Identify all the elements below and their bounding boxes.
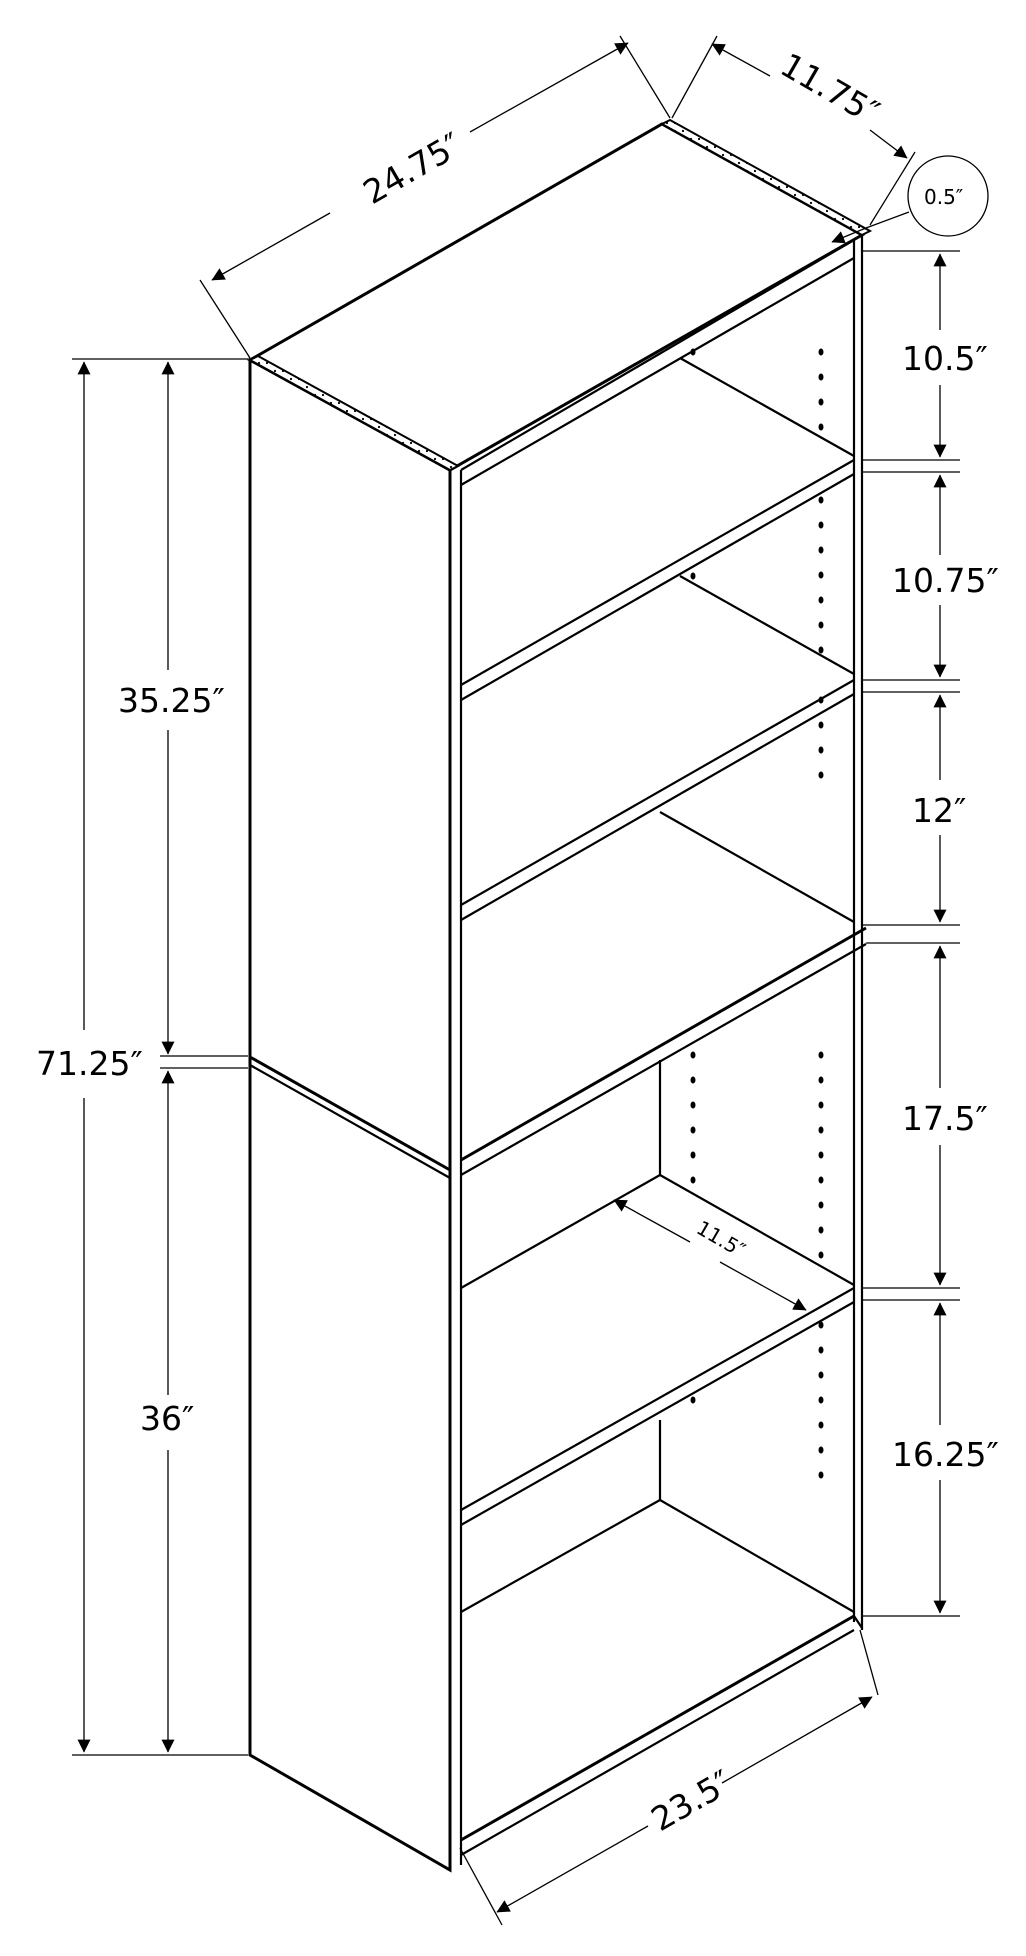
compartment-4-dimension: 17.5″	[902, 945, 988, 1286]
thickness-callout-circle	[907, 155, 989, 237]
top-width-label: 24.75″	[357, 125, 469, 212]
compartment-3-dimension: 12″	[912, 694, 966, 923]
compartment-1-label: 10.5″	[902, 339, 988, 378]
bookcase-body	[246, 118, 873, 1873]
compartment-4-label: 17.5″	[902, 1099, 988, 1138]
upper-section-height-label: 35.25″	[118, 681, 225, 720]
top-left-edge-band	[247, 354, 461, 472]
dimension-upper-section: 35.25″	[118, 361, 248, 1057]
panel-thickness-label: 0.5″	[924, 185, 963, 209]
top-depth-label: 11.75″	[774, 45, 886, 132]
dimension-bottom-width: 23.5″	[459, 1629, 879, 1926]
shelf-depth-label: 11.5″	[693, 1216, 750, 1263]
dimension-total-height: 71.25″	[36, 358, 248, 1756]
compartment-5-dimension: 16.25″	[892, 1302, 999, 1614]
compartment-2-dimension: 10.75″	[892, 474, 999, 678]
compartment-5-label: 16.25″	[892, 1435, 999, 1474]
compartment-3-label: 12″	[912, 791, 966, 830]
top-back-edge-band	[659, 118, 873, 237]
lower-section-height-label: 36″	[140, 1399, 194, 1438]
total-height-label: 71.25″	[36, 1044, 143, 1083]
shelf-pin-holes	[690, 348, 824, 1479]
compartment-2-label: 10.75″	[892, 561, 999, 600]
dimension-top-width: 24.75″	[199, 35, 671, 359]
dimension-lower-section: 36″	[140, 1067, 248, 1753]
dimension-compartments: 10.5″ 10.75″ 12″ 17.5″ 16.25″	[862, 250, 999, 1617]
dimension-shelf-depth: 11.5″	[613, 1199, 807, 1311]
bottom-width-label: 23.5″	[645, 1762, 739, 1839]
compartment-1-dimension: 10.5″	[902, 253, 988, 458]
dimension-panel-thickness: 0.5″	[831, 155, 989, 244]
